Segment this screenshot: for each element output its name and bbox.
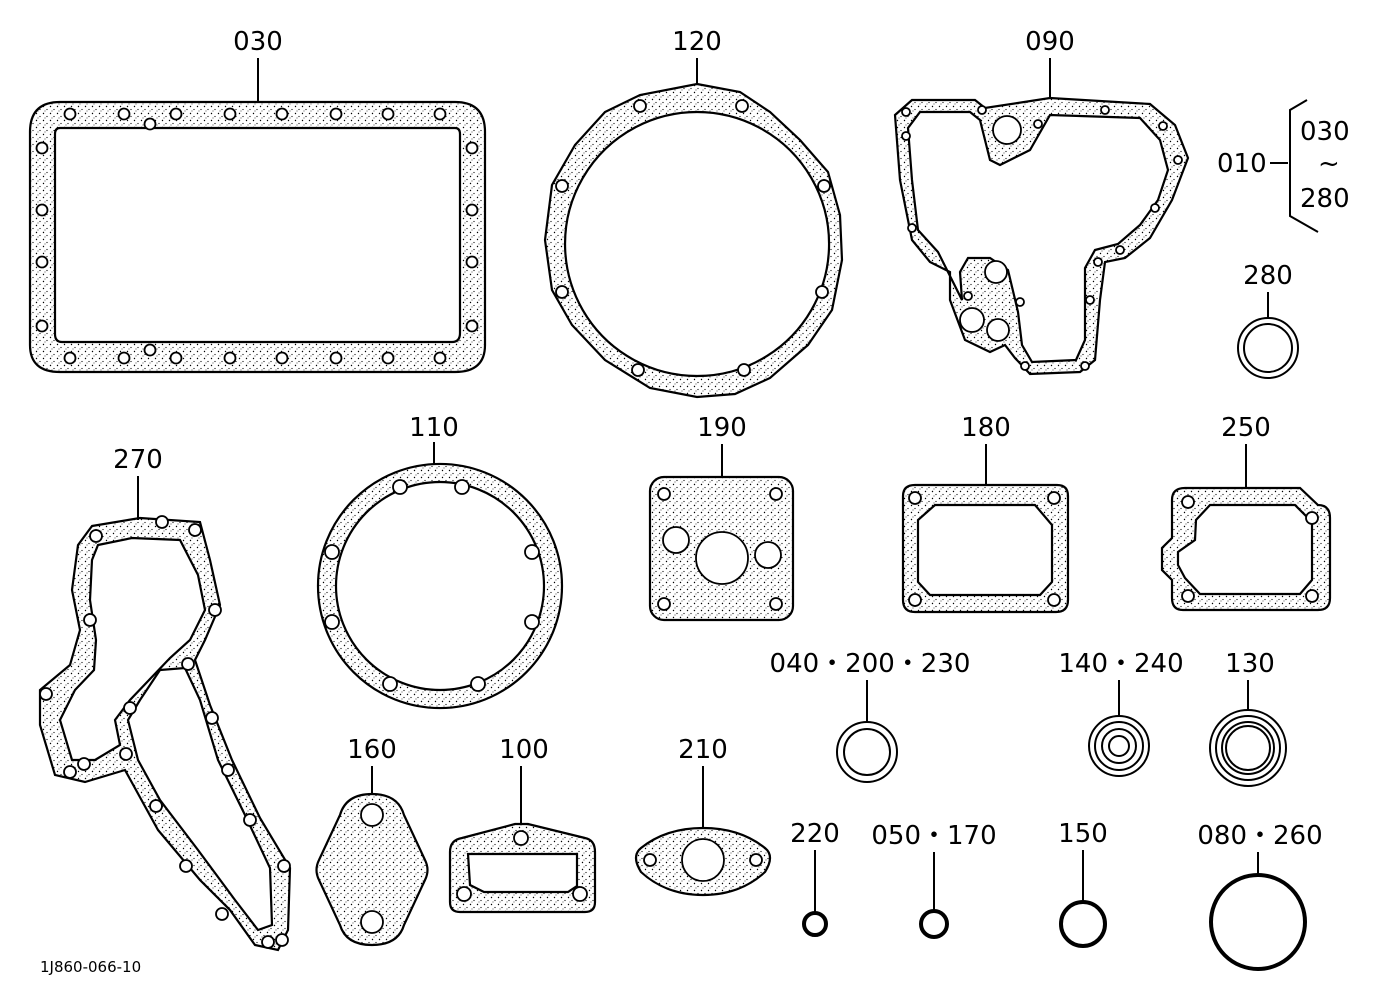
kit-010-bracket: 010 030 ~ 280 (1217, 99, 1350, 233)
label-030: 030 (233, 27, 283, 57)
label-kit-range-end: 280 (1300, 184, 1350, 214)
gasket-030-holes (35, 107, 479, 365)
gasket-270-water-pump[interactable]: 270 (38, 445, 292, 952)
label-250: 250 (1221, 413, 1271, 443)
seal-140-240[interactable]: 140・240 (1058, 649, 1184, 777)
label-150: 150 (1058, 819, 1108, 849)
oring-050-170[interactable]: 050・170 (871, 821, 997, 939)
oring-080-260[interactable]: 080・260 (1197, 821, 1323, 971)
gasket-090-gear-case[interactable]: 090 (893, 27, 1190, 376)
gasket-090-holes (901, 105, 1183, 371)
oring-280[interactable]: 280 (1237, 261, 1299, 379)
label-110: 110 (409, 413, 459, 443)
gasket-250-holes (1181, 495, 1319, 603)
label-040-200-230: 040・200・230 (770, 649, 971, 679)
label-080-260: 080・260 (1197, 821, 1322, 851)
gasket-160-holes (360, 803, 384, 934)
gasket-110-flange[interactable]: 110 (316, 413, 564, 710)
gasket-160-diamond[interactable]: 160 (315, 735, 429, 947)
gasket-120-holes (555, 99, 831, 377)
label-270: 270 (113, 445, 163, 475)
label-kit-range-start: 030 (1300, 117, 1350, 147)
gasket-210-holes (643, 838, 763, 882)
seal-130[interactable]: 130 (1209, 649, 1287, 787)
gasket-270-holes (39, 515, 291, 949)
label-100: 100 (499, 735, 549, 765)
label-010: 010 (1217, 149, 1267, 179)
drawing-number: 1J860-066-10 (40, 958, 141, 976)
gasket-030-oil-pan[interactable]: 030 (28, 27, 487, 374)
label-220: 220 (790, 819, 840, 849)
gasket-120-housing[interactable]: 120 (543, 27, 844, 399)
gasket-250-cover[interactable]: 250 (1160, 413, 1332, 612)
label-120: 120 (672, 27, 722, 57)
oring-220[interactable]: 220 (790, 819, 840, 937)
gasket-190-holes (657, 487, 783, 611)
gasket-190-plate[interactable]: 190 (648, 413, 795, 622)
label-190: 190 (697, 413, 747, 443)
label-090: 090 (1025, 27, 1075, 57)
label-kit-range-mark: ~ (1318, 149, 1340, 179)
washer-040-200-230[interactable]: 040・200・230 (770, 649, 971, 783)
gasket-100[interactable]: 100 (448, 735, 597, 914)
gasket-210-flange[interactable]: 210 (634, 735, 772, 897)
label-130: 130 (1225, 649, 1275, 679)
label-210: 210 (678, 735, 728, 765)
label-180: 180 (961, 413, 1011, 443)
label-050-170: 050・170 (871, 821, 996, 851)
label-160: 160 (347, 735, 397, 765)
label-140-240: 140・240 (1058, 649, 1183, 679)
label-280: 280 (1243, 261, 1293, 291)
gasket-180-cover[interactable]: 180 (901, 413, 1070, 614)
gasket-110-holes (324, 479, 540, 692)
gasket-100-holes (456, 830, 588, 902)
gasket-180-holes (908, 491, 1061, 607)
oring-150[interactable]: 150 (1058, 819, 1108, 948)
